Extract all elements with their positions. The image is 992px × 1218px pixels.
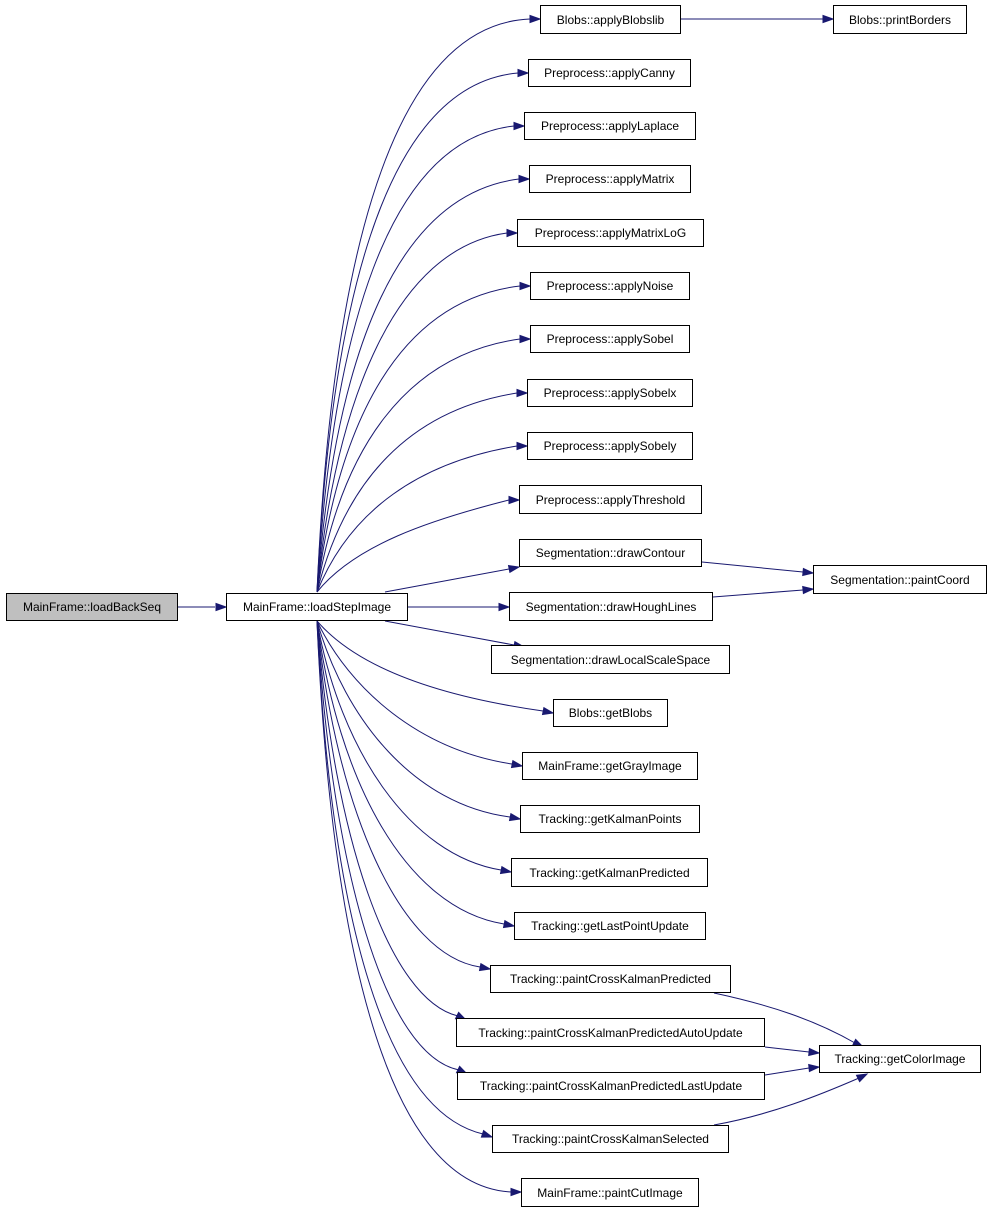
edge-main-grayimage	[316, 620, 513, 765]
edge-main-matrix	[316, 178, 520, 593]
edge-main-matrixlog-arrowhead	[506, 228, 519, 238]
node-preprocess-applymatrixlog[interactable]: Preprocess::applyMatrixLoG	[517, 219, 704, 247]
edge-main-cutimage	[316, 620, 512, 1193]
edge-main-lastpointupdate-arrowhead	[502, 919, 516, 929]
node-preprocess-applylaplace[interactable]: Preprocess::applyLaplace	[524, 112, 696, 140]
edge-crosslast-colorimage	[764, 1067, 810, 1076]
edge-main-sobel-arrowhead	[519, 334, 532, 344]
node-tracking-paintcrosskalmanselected[interactable]: Tracking::paintCrossKalmanSelected	[492, 1125, 729, 1153]
node-preprocess-applycanny[interactable]: Preprocess::applyCanny	[528, 59, 691, 87]
edge-main-laplace	[316, 125, 515, 593]
edge-main-crosspredicted-arrowhead	[478, 962, 492, 972]
node-preprocess-applysobely[interactable]: Preprocess::applySobely	[527, 432, 693, 460]
edge-main-matrixlog	[316, 232, 508, 593]
node-tracking-getlastpointupdate[interactable]: Tracking::getLastPointUpdate	[514, 912, 706, 940]
edge-main-canny	[316, 72, 519, 593]
edge-main-threshold	[316, 499, 510, 593]
edge-main-sobely	[316, 445, 518, 593]
node-blobs-getblobs[interactable]: Blobs::getBlobs	[553, 699, 668, 727]
edge-main-houghlines-arrowhead	[498, 602, 511, 612]
edge-main-kalmanpoints	[316, 620, 511, 818]
edge-crosslast-colorimage-arrowhead	[808, 1063, 821, 1073]
node-segmentation-drawlocalscalespace[interactable]: Segmentation::drawLocalScaleSpace	[491, 645, 730, 674]
edge-main-threshold-arrowhead	[508, 495, 521, 505]
edge-main-kalmanpredicted-arrowhead	[499, 865, 513, 875]
node-preprocess-applythreshold[interactable]: Preprocess::applyThreshold	[519, 485, 702, 514]
node-segmentation-paintcoord[interactable]: Segmentation::paintCoord	[813, 565, 987, 594]
edge-main-localscale	[384, 620, 515, 646]
node-preprocess-applysobelx[interactable]: Preprocess::applySobelx	[527, 379, 693, 407]
edge-main-cutimage-arrowhead	[510, 1187, 523, 1197]
edge-root-main-arrowhead	[215, 602, 228, 612]
node-preprocess-applysobel[interactable]: Preprocess::applySobel	[530, 325, 690, 353]
edge-crossauto-colorimage-arrowhead	[808, 1047, 821, 1057]
edge-main-blobsapply-arrowhead	[529, 14, 542, 24]
edge-main-crossselected-arrowhead	[480, 1129, 494, 1138]
node-tracking-getkalmanpoints[interactable]: Tracking::getKalmanPoints	[520, 805, 700, 833]
edge-main-noise-arrowhead	[519, 281, 532, 291]
node-tracking-paintcrosskalmanpredictedlastupdate[interactable]: Tracking::paintCrossKalmanPredictedLastU…	[457, 1072, 765, 1100]
edge-main-sobel	[316, 338, 521, 593]
edge-main-lastpointupdate	[316, 620, 505, 925]
node-preprocess-applynoise[interactable]: Preprocess::applyNoise	[530, 272, 690, 300]
node-segmentation-drawhoughlines[interactable]: Segmentation::drawHoughLines	[509, 592, 713, 621]
node-blobs-applyblobslib[interactable]: Blobs::applyBlobslib	[540, 5, 681, 34]
edge-main-getblobs	[316, 620, 544, 712]
edge-main-sobelx	[316, 392, 518, 593]
edge-crosspredicted-colorimage	[713, 992, 856, 1044]
edge-houghlines-paintcoord	[712, 589, 804, 598]
edge-main-crossselected	[316, 620, 484, 1135]
edge-main-grayimage-arrowhead	[510, 759, 524, 769]
edge-main-noise	[316, 285, 521, 593]
node-tracking-getcolorimage[interactable]: Tracking::getColorImage	[819, 1045, 981, 1073]
edge-main-matrix-arrowhead	[518, 174, 531, 184]
edge-blobsapply-print-arrowhead	[822, 14, 835, 24]
edge-main-drawcontour-arrowhead	[507, 564, 521, 574]
node-tracking-paintcrosskalmanpredictedautoupdate[interactable]: Tracking::paintCrossKalmanPredictedAutoU…	[456, 1018, 765, 1047]
node-root: MainFrame::loadBackSeq	[6, 593, 178, 621]
edge-main-laplace-arrowhead	[513, 121, 526, 131]
edge-main-crosspredicted	[316, 620, 481, 968]
edge-drawcontour-paintcoord	[701, 561, 804, 573]
edge-crossselected-colorimage	[713, 1077, 860, 1126]
edge-main-crosslast	[316, 620, 460, 1071]
edge-main-kalmanpoints-arrowhead	[508, 812, 522, 822]
node-tracking-getkalmanpredicted[interactable]: Tracking::getKalmanPredicted	[511, 858, 708, 887]
node-blobs-printborders[interactable]: Blobs::printBorders	[833, 5, 967, 34]
node-segmentation-drawcontour[interactable]: Segmentation::drawContour	[519, 539, 702, 567]
edge-crossselected-colorimage-arrowhead	[855, 1073, 869, 1083]
edge-main-kalmanpredicted	[316, 620, 502, 871]
edge-crossauto-colorimage	[764, 1046, 810, 1053]
edge-main-blobsapply	[316, 18, 531, 593]
node-mainframe-getgrayimage[interactable]: MainFrame::getGrayImage	[522, 752, 698, 780]
edge-main-sobely-arrowhead	[516, 441, 529, 451]
edge-main-drawcontour	[384, 568, 510, 593]
edge-houghlines-paintcoord-arrowhead	[802, 585, 815, 595]
edge-main-getblobs-arrowhead	[541, 706, 555, 716]
node-tracking-paintcrosskalmanpredicted[interactable]: Tracking::paintCrossKalmanPredicted	[490, 965, 731, 993]
node-main[interactable]: MainFrame::loadStepImage	[226, 593, 408, 621]
edge-main-crossauto	[316, 620, 459, 1017]
node-mainframe-paintcutimage[interactable]: MainFrame::paintCutImage	[521, 1178, 699, 1207]
edge-main-sobelx-arrowhead	[516, 388, 529, 398]
node-preprocess-applymatrix[interactable]: Preprocess::applyMatrix	[529, 165, 691, 193]
edge-main-canny-arrowhead	[517, 68, 530, 78]
edge-drawcontour-paintcoord-arrowhead	[802, 567, 815, 577]
